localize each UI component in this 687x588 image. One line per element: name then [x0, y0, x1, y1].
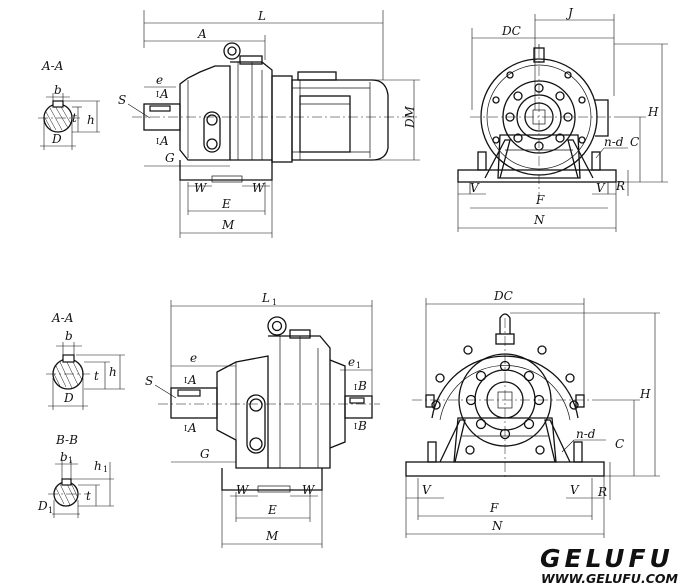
label-r-top: R	[615, 179, 625, 193]
label-h-top-end: H	[647, 105, 659, 119]
label-b1-sub: 1	[68, 456, 73, 465]
label-l1-sub: 1	[272, 298, 277, 307]
svg-text:I: I	[156, 137, 159, 146]
label-c-top: C	[630, 135, 639, 149]
label-g-bottom: G	[200, 447, 210, 461]
label-j-top: J	[565, 6, 574, 20]
brand-name: GELUFU	[540, 544, 674, 573]
label-e-cap-bottom: E	[267, 503, 277, 517]
section-mark-a2: A	[159, 134, 169, 148]
section-mark-a3: A	[187, 373, 197, 387]
label-dm-top: DM	[403, 105, 417, 129]
label-f-top: F	[535, 193, 545, 207]
label-h-bottom-end: H	[639, 387, 651, 401]
label-t-bottom: t	[94, 369, 99, 383]
svg-text:I: I	[184, 424, 187, 433]
label-g-top: G	[165, 151, 175, 165]
label-e-bottom: e	[190, 351, 197, 365]
label-n-top: N	[533, 213, 545, 227]
label-e1-sub: 1	[356, 361, 361, 370]
label-v2-bottom: V	[570, 483, 580, 497]
section-bb-title: B-B	[55, 433, 78, 447]
end-view-top: DC J	[457, 6, 668, 232]
label-d-top: D	[51, 132, 62, 146]
label-dc-bottom: DC	[493, 289, 513, 303]
section-aa-bottom-title: A-A	[51, 311, 74, 325]
label-e-cap-top: E	[221, 197, 231, 211]
brand-watermark: GELUFU WWW.GELUFU.COM	[540, 544, 678, 586]
label-d-bottom: D	[63, 391, 74, 405]
label-h1: h	[94, 459, 102, 473]
label-s-bottom: S	[145, 374, 153, 388]
label-b1: b	[60, 450, 68, 464]
label-w2-top: W	[252, 181, 266, 195]
label-f-bottom: F	[489, 501, 499, 515]
label-d1: D	[37, 499, 48, 513]
label-e-top: e	[156, 73, 163, 87]
svg-text:I: I	[354, 383, 357, 392]
label-e1: e	[348, 355, 355, 369]
label-w1-bottom: W	[236, 483, 250, 497]
label-dc-top: DC	[501, 24, 521, 38]
label-c-bottom: C	[615, 437, 624, 451]
label-nd-top: n-d	[604, 135, 624, 149]
svg-text:I: I	[184, 376, 187, 385]
label-nd-bottom: n-d	[576, 427, 596, 441]
label-m-bottom: M	[265, 529, 279, 543]
section-mark-a4: A	[187, 421, 197, 435]
label-m-top: M	[221, 218, 235, 232]
label-a-top: A	[197, 27, 207, 41]
label-l1: L	[261, 291, 270, 305]
label-b-bottom: b	[65, 329, 73, 343]
brand-url: WWW.GELUFU.COM	[541, 571, 678, 586]
label-h-top: h	[87, 113, 95, 127]
label-v1-bottom: V	[422, 483, 432, 497]
label-n-bottom: N	[491, 519, 503, 533]
svg-text:I: I	[156, 90, 159, 99]
section-mark-b2: B	[357, 419, 367, 433]
label-t1: t	[86, 489, 91, 503]
end-view-bottom: DC H C	[405, 289, 660, 538]
label-r-bottom: R	[597, 485, 607, 499]
section-aa-top: A-A b t h D	[38, 59, 100, 150]
section-bb: B-B b 1 t h 1 D 1	[37, 433, 114, 518]
label-h-bottom: h	[109, 365, 117, 379]
section-mark-a1: A	[159, 87, 169, 101]
label-v2-top: V	[596, 181, 606, 195]
label-v1-top: V	[470, 181, 480, 195]
section-mark-b1: B	[357, 379, 367, 393]
label-w2-bottom: W	[302, 483, 316, 497]
svg-text:I: I	[354, 422, 357, 431]
label-b-top: b	[54, 83, 62, 97]
section-aa-top-title: A-A	[41, 59, 64, 73]
label-w1-top: W	[194, 181, 208, 195]
label-h1-sub: 1	[103, 465, 108, 474]
label-d1-sub: 1	[48, 506, 53, 515]
label-l-top: L	[257, 9, 266, 23]
section-aa-bottom: A-A b t h D	[46, 311, 125, 410]
label-s-top: S	[118, 93, 126, 107]
